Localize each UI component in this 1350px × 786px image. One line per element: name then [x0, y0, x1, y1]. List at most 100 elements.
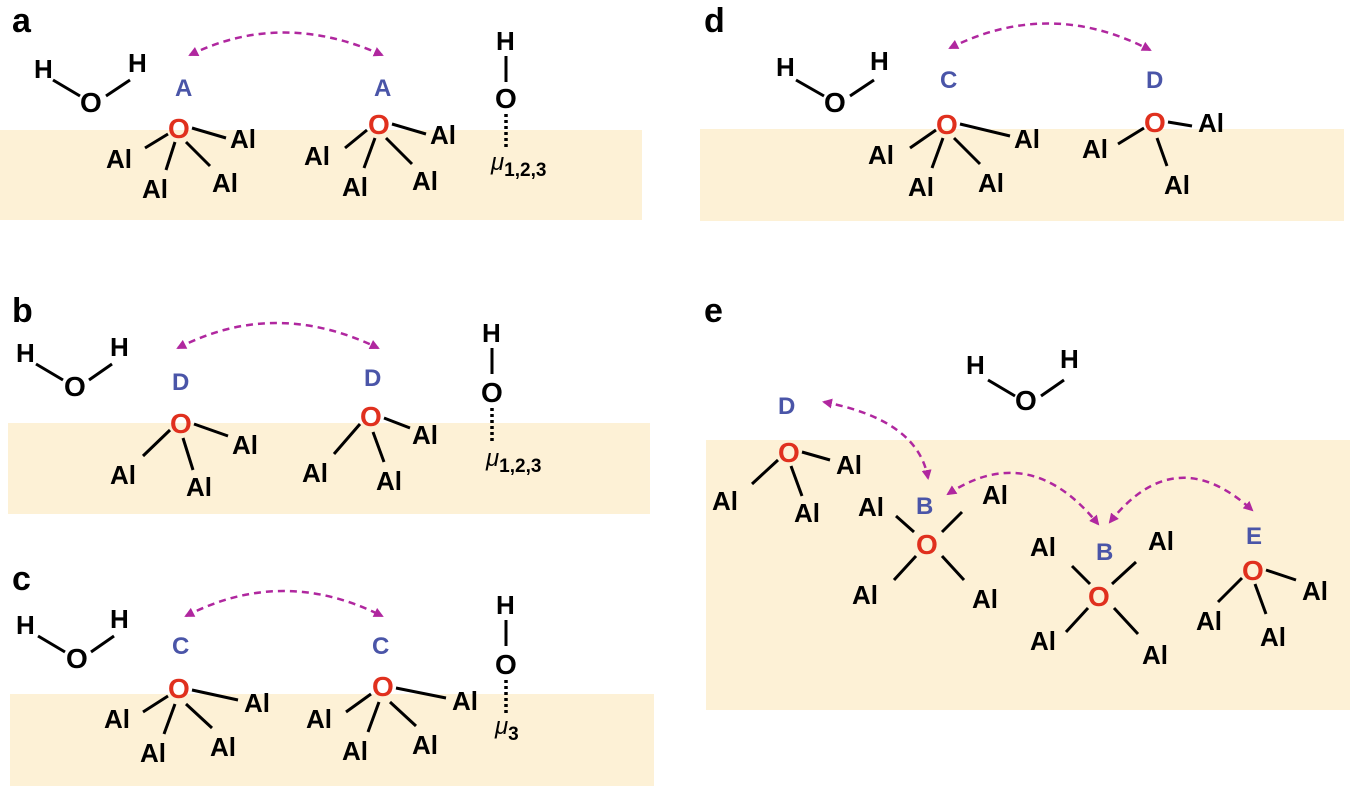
surface-oxygen-atom: O: [368, 109, 390, 140]
aluminum-atom: Al: [1198, 108, 1224, 138]
hydroxyl-group: H O μ3: [494, 590, 519, 745]
aluminum-atom: Al: [712, 486, 738, 516]
aluminum-atom: Al: [1302, 576, 1328, 606]
aluminum-atom: Al: [858, 492, 884, 522]
hydroxyl-group: H O μ1,2,3: [490, 26, 546, 181]
aluminum-atom: Al: [836, 450, 862, 480]
mu-coordination-label: μ1,2,3: [490, 149, 546, 181]
surface-slab: [8, 423, 650, 514]
hydrogen-atom: H: [110, 604, 129, 634]
surface-oxygen-atom: O: [360, 401, 382, 432]
hydrogen-atom: H: [1060, 344, 1079, 374]
aluminum-atom: Al: [342, 736, 368, 766]
panel-label: a: [12, 2, 32, 40]
surface-oxygen-site: A O Al Al Al Al: [106, 75, 256, 204]
surface-slab: [700, 129, 1344, 221]
surface-oxygen-atom: O: [1088, 581, 1110, 612]
surface-slab: [706, 440, 1350, 710]
exchange-arrow: [822, 398, 932, 480]
hydrogen-atom: H: [110, 332, 129, 362]
surface-oxygen-site: B O Al Al Al Al: [852, 480, 1008, 614]
aluminum-atom: Al: [972, 584, 998, 614]
oxygen-atom: O: [495, 83, 517, 114]
aluminum-atom: Al: [430, 120, 456, 150]
surface-oxygen-site: A O Al Al Al Al: [304, 75, 456, 202]
aluminum-atom: Al: [306, 704, 332, 734]
hydrogen-atom: H: [16, 610, 35, 640]
oxygen-atom: O: [495, 649, 517, 680]
site-label: C: [172, 633, 189, 660]
aluminum-atom: Al: [412, 166, 438, 196]
surface-oxygen-atom: O: [1242, 555, 1264, 586]
panel-label: d: [704, 2, 725, 40]
surface-oxygen-site: B O Al Al Al Al: [1030, 526, 1174, 670]
panel-b: b H H O D O Al Al Al D O Al Al A: [8, 292, 650, 514]
aluminum-atom: Al: [304, 141, 330, 171]
aluminum-atom: Al: [376, 466, 402, 496]
aluminum-atom: Al: [1030, 626, 1056, 656]
aluminum-atom: Al: [302, 458, 328, 488]
aluminum-atom: Al: [1030, 532, 1056, 562]
hydrogen-atom: H: [966, 350, 985, 380]
aluminum-atom: Al: [104, 704, 130, 734]
surface-oxygen-site: C O Al Al Al Al: [868, 67, 1040, 202]
panel-d: d H H O C O Al Al Al Al D O Al: [700, 2, 1344, 221]
site-label: A: [175, 75, 192, 102]
panel-label: e: [704, 292, 723, 330]
hydrogen-atom: H: [34, 54, 53, 84]
exchange-arrow: [188, 31, 384, 57]
aluminum-atom: Al: [1014, 124, 1040, 154]
mu-coordination-label: μ3: [494, 713, 519, 745]
aluminum-atom: Al: [412, 730, 438, 760]
exchange-arrow: [946, 471, 1100, 526]
aluminum-atom: Al: [908, 172, 934, 202]
hydrogen-atom: H: [16, 338, 35, 368]
surface-oxygen-site: D O Al Al Al: [712, 393, 862, 528]
site-label: D: [1146, 67, 1163, 94]
surface-oxygen-atom: O: [168, 113, 190, 144]
water-molecule: H H O: [16, 604, 129, 674]
aluminum-atom: Al: [982, 480, 1008, 510]
hydroxyl-group: H O μ1,2,3: [481, 318, 541, 477]
hydrogen-atom: H: [496, 590, 515, 620]
surface-oxygen-atom: O: [778, 437, 800, 468]
surface-oxygen-atom: O: [372, 671, 394, 702]
hydrogen-atom: H: [870, 46, 889, 76]
aluminum-atom: Al: [1148, 526, 1174, 556]
aluminum-atom: Al: [212, 168, 238, 198]
exchange-arrow: [176, 321, 380, 350]
oxygen-atom: O: [80, 87, 102, 118]
site-label: D: [364, 365, 381, 392]
panel-a: a H H O A O Al Al Al Al A O: [0, 2, 642, 220]
surface-oxygen-atom: O: [168, 673, 190, 704]
panel-c: c H H O C O Al Al Al Al C O: [10, 560, 654, 786]
aluminum-atom: Al: [142, 174, 168, 204]
hydrogen-atom: H: [776, 52, 795, 82]
site-label: B: [916, 493, 933, 520]
aluminum-atom: Al: [1260, 622, 1286, 652]
aluminum-atom: Al: [106, 144, 132, 174]
surface-oxygen-site: C O Al Al Al Al: [306, 633, 478, 766]
aluminum-atom: Al: [852, 580, 878, 610]
aluminum-atom: Al: [244, 688, 270, 718]
surface-oxygen-atom: O: [916, 529, 938, 560]
surface-slab: [10, 694, 654, 786]
oxygen-atom: O: [481, 377, 503, 408]
aluminum-atom: Al: [1196, 606, 1222, 636]
oxygen-atom: O: [66, 643, 88, 674]
aluminum-atom: Al: [452, 686, 478, 716]
aluminum-atom: Al: [1142, 640, 1168, 670]
surface-oxygen-site: C O Al Al Al Al: [104, 633, 270, 768]
surface-oxygen-atom: O: [936, 109, 958, 140]
hydrogen-atom: H: [496, 26, 515, 56]
water-molecule: H H O: [966, 344, 1079, 416]
aluminum-atom: Al: [1082, 134, 1108, 164]
aluminum-atom: Al: [978, 168, 1004, 198]
surface-oxygen-site: D O Al Al Al: [302, 365, 438, 496]
exchange-arrow: [184, 589, 384, 618]
aluminum-atom: Al: [110, 460, 136, 490]
aluminum-atom: Al: [140, 738, 166, 768]
site-label: A: [374, 75, 391, 102]
site-label: D: [778, 393, 795, 420]
